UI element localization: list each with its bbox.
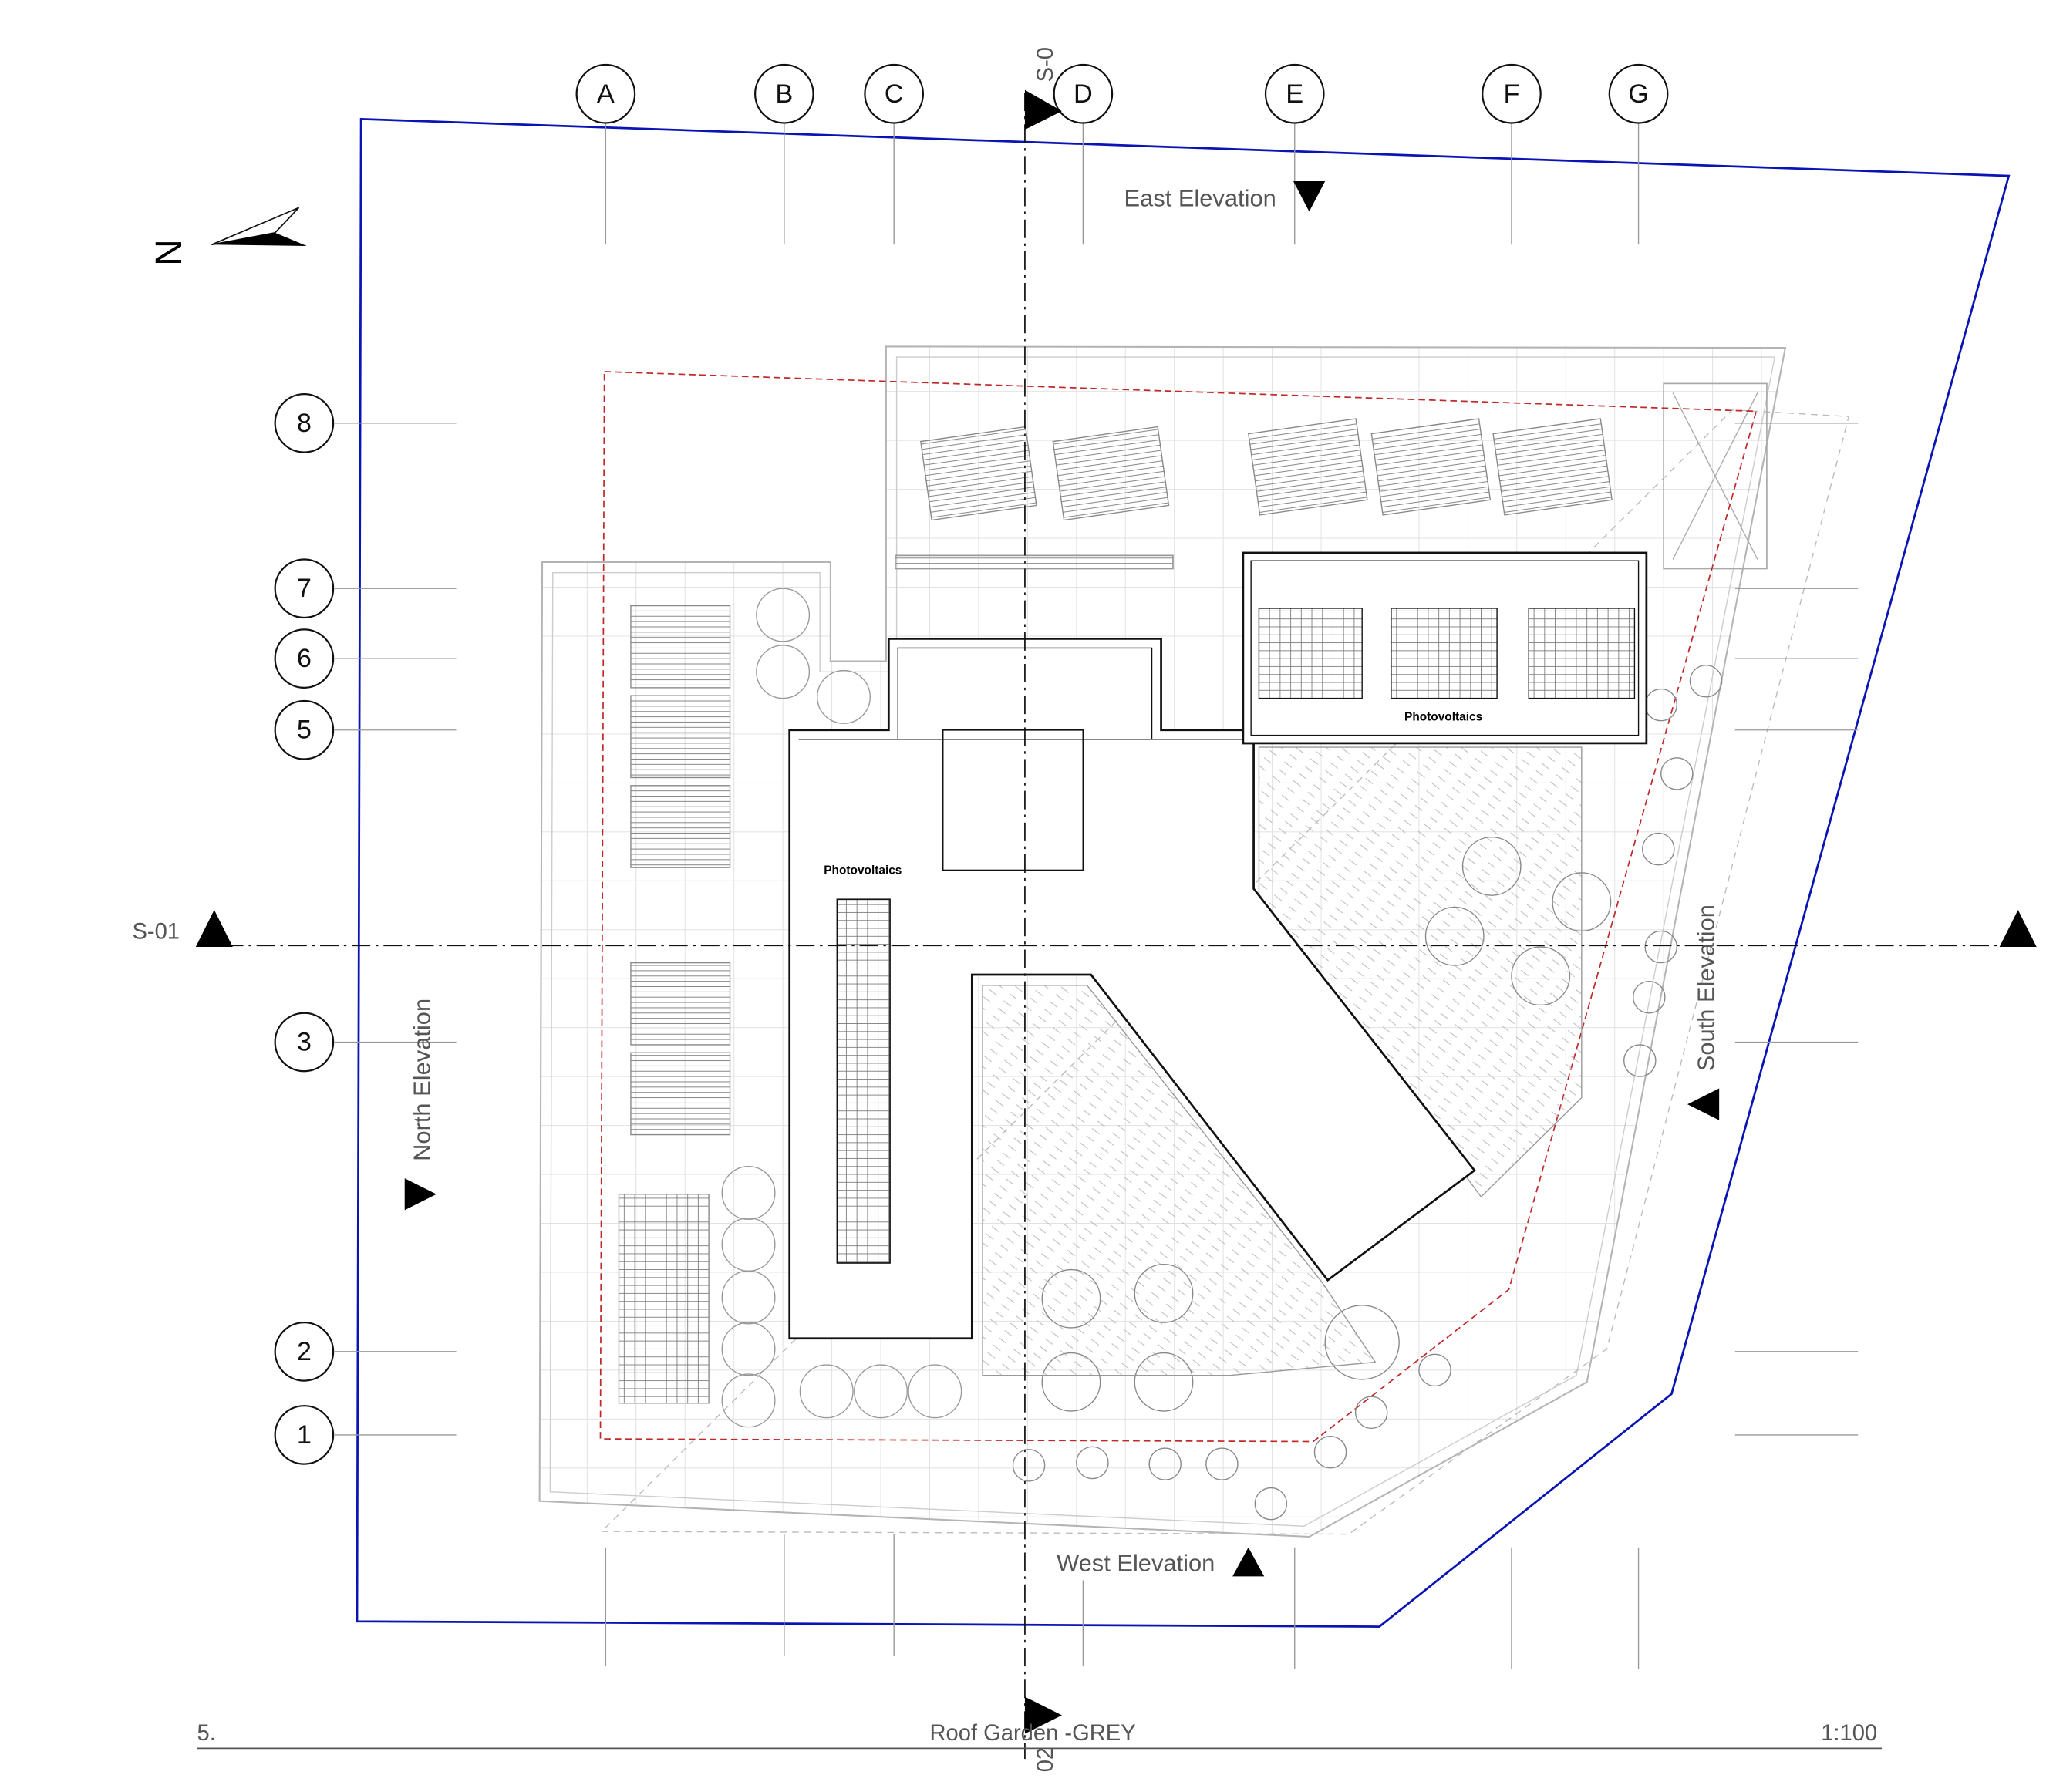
- svg-text:7: 7: [297, 574, 312, 603]
- north-elevation-arrow-icon: [404, 1178, 437, 1211]
- grid-bubble-8: 8: [274, 392, 335, 453]
- sheet-number: 5.: [197, 1721, 215, 1746]
- grid-bubble-7: 7: [274, 558, 335, 619]
- north-elevation-label: North Elevation: [408, 999, 435, 1161]
- grid-bubble-3: 3: [274, 1012, 335, 1073]
- svg-text:8: 8: [297, 409, 312, 438]
- section-label-s01: S-01: [132, 920, 180, 945]
- grid-bubble-g: G: [1608, 63, 1669, 124]
- svg-text:D: D: [1074, 79, 1093, 109]
- grid-bubble-d: D: [1053, 63, 1114, 124]
- svg-text:N: N: [149, 239, 190, 266]
- grid-bubble-6: 6: [274, 628, 335, 689]
- grid-bubble-2: 2: [274, 1322, 335, 1382]
- grid-lines: [334, 123, 1859, 1669]
- svg-text:F: F: [1503, 79, 1519, 109]
- svg-text:A: A: [597, 79, 615, 109]
- column-bubbles: A B C D E F G: [575, 63, 1669, 124]
- pv-panels-right: [1258, 608, 1636, 699]
- north-arrow-icon: N: [149, 207, 307, 266]
- grid-bubble-e: E: [1264, 63, 1325, 124]
- parapet-hatched: [895, 554, 1174, 570]
- stair-void: [1663, 382, 1768, 570]
- svg-text:C: C: [885, 79, 904, 109]
- section-label-bottom: 02: [1033, 1747, 1058, 1772]
- svg-text:6: 6: [297, 644, 312, 673]
- svg-text:2: 2: [297, 1337, 312, 1366]
- south-elevation-arrow-icon: [1687, 1088, 1720, 1120]
- svg-text:B: B: [775, 79, 793, 109]
- grid-bubble-b: B: [754, 63, 814, 124]
- water-tanks: [721, 588, 962, 1428]
- grid-bubble-1: 1: [274, 1405, 335, 1465]
- solar-collectors-left: [618, 605, 731, 1404]
- east-elevation-arrow-icon: [1293, 180, 1326, 212]
- deck-area-right: [1258, 746, 1583, 1198]
- svg-text:3: 3: [297, 1028, 312, 1057]
- photovoltaics-label-right: Photovoltaics: [1404, 711, 1482, 724]
- pv-array-left: [836, 898, 891, 1264]
- photovoltaics-label-left: Photovoltaics: [824, 864, 902, 877]
- drawing-title: Roof Garden -GREY: [929, 1721, 1135, 1746]
- deck-area-lower: [982, 985, 1377, 1376]
- section-arrow-bottom-icon: [1024, 1696, 1062, 1734]
- building-outline-inner: [798, 647, 1243, 740]
- row-bubbles: 8 7 6 5 3 2 1: [274, 392, 335, 1465]
- section-label-top: S-0: [1033, 47, 1058, 82]
- section-arrow-left-icon: [195, 910, 233, 948]
- section-arrow-top-icon: [1024, 89, 1062, 130]
- site-boundary: [356, 117, 2011, 1628]
- solar-collectors-top: [920, 418, 1613, 521]
- skylight: [942, 729, 1084, 871]
- west-elevation-arrow-icon: [1232, 1547, 1265, 1577]
- grid-bubble-5: 5: [274, 699, 335, 760]
- south-elevation-label: South Elevation: [1692, 904, 1719, 1071]
- grid-bubble-a: A: [575, 63, 636, 124]
- west-elevation-label: West Elevation: [1057, 1550, 1215, 1577]
- svg-text:E: E: [1286, 79, 1303, 109]
- svg-text:5: 5: [297, 716, 312, 745]
- grid-bubble-c: C: [864, 63, 925, 124]
- east-elevation-label: East Elevation: [1124, 185, 1276, 212]
- drawing-scale: 1:100: [1821, 1721, 1877, 1746]
- roof-terrace-inner-outline: [549, 356, 1776, 1527]
- section-arrow-right-icon: [1999, 910, 2037, 948]
- svg-text:G: G: [1628, 79, 1649, 109]
- grid-bubble-f: F: [1482, 63, 1542, 124]
- svg-text:1: 1: [297, 1420, 312, 1450]
